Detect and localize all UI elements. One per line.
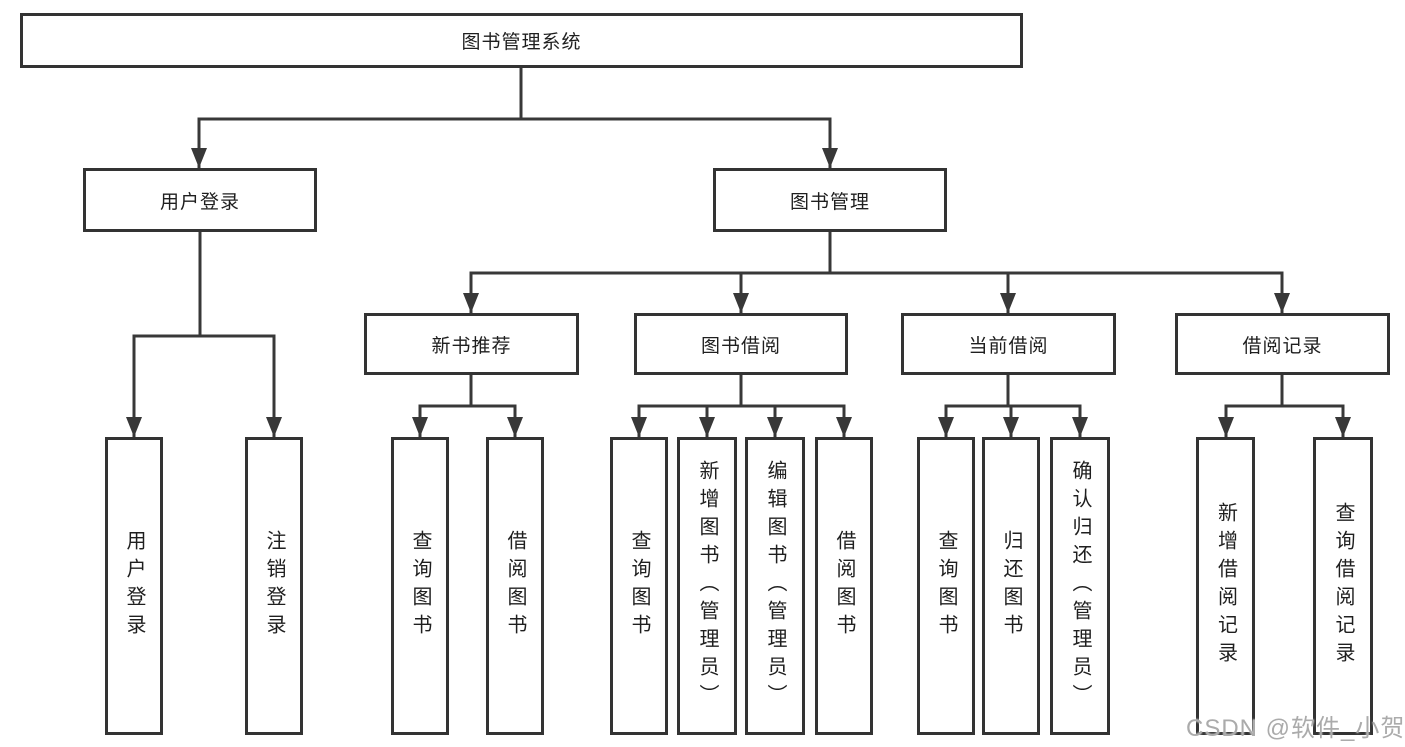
connector-user-login	[126, 231, 282, 437]
leaf-query-book-new-label: 查询图书	[409, 530, 431, 642]
node-root-label: 图书管理系统	[461, 32, 582, 53]
node-book-borrow-label: 图书借阅	[700, 335, 781, 357]
leaf-query-book-current-label: 查询图书	[935, 530, 957, 642]
node-current-borrow-label: 当前借阅	[968, 335, 1049, 357]
leaf-query-book-current: 查询图书	[917, 437, 975, 735]
leaf-logout-label: 注销登录	[263, 530, 285, 642]
connector-root	[191, 68, 838, 168]
node-borrow-record-label: 借阅记录	[1242, 335, 1323, 357]
leaf-return-book: 归还图书	[982, 437, 1040, 735]
node-new-book-rec-label: 新书推荐	[431, 335, 512, 357]
leaf-query-record: 查询借阅记录	[1313, 437, 1373, 735]
leaf-add-record-label: 新增借阅记录	[1214, 502, 1237, 670]
leaf-logout: 注销登录	[245, 437, 303, 735]
leaf-confirm-return-label: 确认归还（管理员）	[1069, 460, 1091, 712]
leaf-user-login-label: 用户登录	[123, 530, 145, 642]
node-book-mgmt: 图书管理	[713, 168, 947, 232]
node-user-login-label: 用户登录	[159, 191, 240, 213]
leaf-user-login: 用户登录	[105, 437, 163, 735]
leaf-query-book-new: 查询图书	[391, 437, 449, 735]
leaf-borrow-book-borrow-label: 借阅图书	[833, 530, 855, 642]
connector-book-borrow	[631, 373, 852, 437]
node-root: 图书管理系统	[20, 13, 1023, 68]
connector-new-book-rec	[412, 373, 523, 437]
node-current-borrow: 当前借阅	[901, 313, 1116, 375]
csdn-watermark: CSDN @软件_小贺同学	[1186, 715, 1405, 742]
leaf-query-book-borrow: 查询图书	[610, 437, 668, 735]
node-borrow-record: 借阅记录	[1175, 313, 1390, 375]
node-new-book-rec: 新书推荐	[364, 313, 579, 375]
leaf-add-book: 新增图书（管理员）	[677, 437, 737, 735]
node-book-mgmt-label: 图书管理	[789, 191, 870, 213]
leaf-edit-book: 编辑图书（管理员）	[745, 437, 805, 735]
leaf-return-book-label: 归还图书	[1000, 530, 1022, 642]
leaf-confirm-return: 确认归还（管理员）	[1050, 437, 1110, 735]
leaf-edit-book-label: 编辑图书（管理员）	[764, 460, 786, 712]
leaf-query-record-label: 查询借阅记录	[1332, 502, 1354, 670]
connector-book-mgmt	[463, 231, 1290, 313]
leaf-borrow-book-new-label: 借阅图书	[504, 530, 526, 642]
leaf-add-book-label: 新增图书（管理员）	[696, 460, 718, 712]
leaf-borrow-book-borrow: 借阅图书	[815, 437, 873, 735]
connector-current-borrow	[938, 373, 1088, 437]
leaf-borrow-book-new: 借阅图书	[486, 437, 544, 735]
leaf-query-book-borrow-label: 查询图书	[628, 530, 650, 642]
connector-borrow-record	[1218, 373, 1351, 437]
node-book-borrow: 图书借阅	[634, 313, 848, 375]
node-user-login: 用户登录	[83, 168, 317, 232]
leaf-add-record: 新增借阅记录	[1196, 437, 1255, 735]
